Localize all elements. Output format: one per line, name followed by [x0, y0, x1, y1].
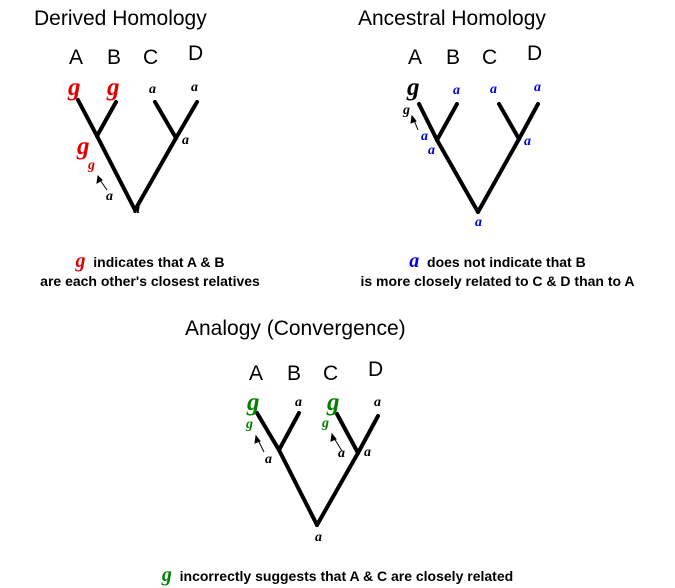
ancestral-homology-tree	[410, 102, 540, 214]
change-c-to-state: g	[322, 416, 329, 431]
taxon-b-label: B	[446, 46, 461, 69]
taxon-a-label: A	[249, 362, 264, 385]
branch-a	[76, 98, 99, 138]
node-ab-state: g	[77, 133, 90, 160]
analogy-tree	[254, 411, 380, 527]
branch-a	[417, 102, 439, 142]
caption-symbol: a	[409, 250, 420, 272]
taxon-a-label: A	[69, 46, 84, 69]
branch-d	[356, 414, 380, 455]
branch-root-cd	[133, 136, 178, 212]
node-cd-state: a	[364, 445, 371, 460]
node-ab-state: a	[428, 143, 435, 158]
taxon-c-label: C	[143, 46, 159, 69]
derived-homology-panel: Derived Homology A B C D g g a a g a g a…	[0, 0, 340, 300]
tip-c-state: a	[490, 82, 497, 97]
change-arrow	[99, 179, 108, 191]
branch-root-ab	[435, 138, 480, 214]
tip-b-state: a	[453, 83, 460, 98]
branch-b	[435, 102, 459, 142]
root-state: a	[133, 202, 140, 217]
analogy-title: Analogy (Convergence)	[185, 317, 406, 340]
tip-c-state: g	[327, 389, 340, 416]
change-arrow-a	[257, 439, 265, 453]
taxon-c-label: C	[482, 46, 498, 69]
node-cd-state: a	[182, 133, 189, 148]
tip-a-state: g	[68, 74, 81, 101]
tip-d-state: a	[374, 395, 381, 410]
tip-d-state: a	[534, 80, 541, 95]
branch-root-cd	[315, 451, 360, 527]
change-c-from-state: a	[338, 446, 345, 461]
branch-root-cd	[476, 137, 521, 214]
caption-text-2: is more closely related to C & D than to…	[360, 273, 635, 289]
change-arrow-c	[333, 437, 343, 452]
branch-d	[517, 102, 540, 141]
branch-root-ab	[277, 448, 319, 527]
change-to-state: g	[403, 103, 410, 118]
analogy-caption: g incorrectly suggests that A & C are cl…	[0, 564, 675, 587]
taxon-c-label: C	[323, 362, 339, 385]
change-from-state: a	[421, 129, 428, 144]
analogy-panel: Analogy (Convergence) A B C D g a g a g …	[0, 310, 675, 588]
taxon-a-label: A	[408, 46, 423, 69]
branch-d	[174, 100, 199, 140]
node-cd-state: a	[524, 134, 531, 149]
change-from-state: a	[106, 189, 113, 204]
branch-b	[95, 100, 118, 138]
branch-root-ab	[95, 134, 137, 212]
branch-a	[255, 411, 281, 452]
caption-text-2: are each other's closest relatives	[40, 273, 260, 289]
tip-c-state: a	[149, 82, 156, 97]
caption-symbol: g	[161, 564, 172, 586]
taxon-d-label: D	[527, 42, 543, 65]
branch-c	[497, 102, 521, 141]
caption-line-1: g indicates that A & B	[0, 250, 300, 273]
derived-homology-tree	[76, 98, 199, 212]
branch-c	[335, 412, 360, 455]
tip-d-state: a	[191, 80, 198, 95]
branch-c	[153, 100, 178, 140]
ancestral-homology-panel: Ancestral Homology A B C D g a a a g a a…	[320, 0, 675, 300]
caption-text-1: does not indicate that B	[427, 254, 586, 270]
ancestral-homology-caption: a does not indicate that B is more close…	[320, 250, 675, 289]
root-state: a	[475, 215, 482, 230]
caption-text-1: indicates that A & B	[93, 254, 225, 270]
taxon-b-label: B	[107, 46, 122, 69]
tip-b-state: a	[295, 395, 302, 410]
change-a-from-state: a	[265, 452, 272, 467]
ancestral-homology-title: Ancestral Homology	[358, 7, 546, 30]
tip-b-state: g	[107, 74, 120, 101]
taxon-b-label: B	[287, 362, 302, 385]
change-to-state: g	[88, 158, 95, 173]
tip-a-state: g	[407, 74, 420, 101]
derived-homology-caption: g indicates that A & B are each other's …	[0, 250, 300, 289]
taxon-d-label: D	[368, 358, 384, 381]
derived-homology-title: Derived Homology	[34, 7, 207, 30]
tip-a-state: g	[247, 389, 260, 416]
change-a-to-state: g	[246, 417, 253, 432]
caption-text-1: incorrectly suggests that A & C are clos…	[179, 568, 514, 584]
taxon-d-label: D	[188, 42, 204, 65]
root-state: a	[315, 530, 322, 545]
branch-b	[277, 411, 301, 452]
caption-line-1: a does not indicate that B	[320, 250, 675, 273]
caption-symbol: g	[75, 250, 86, 272]
